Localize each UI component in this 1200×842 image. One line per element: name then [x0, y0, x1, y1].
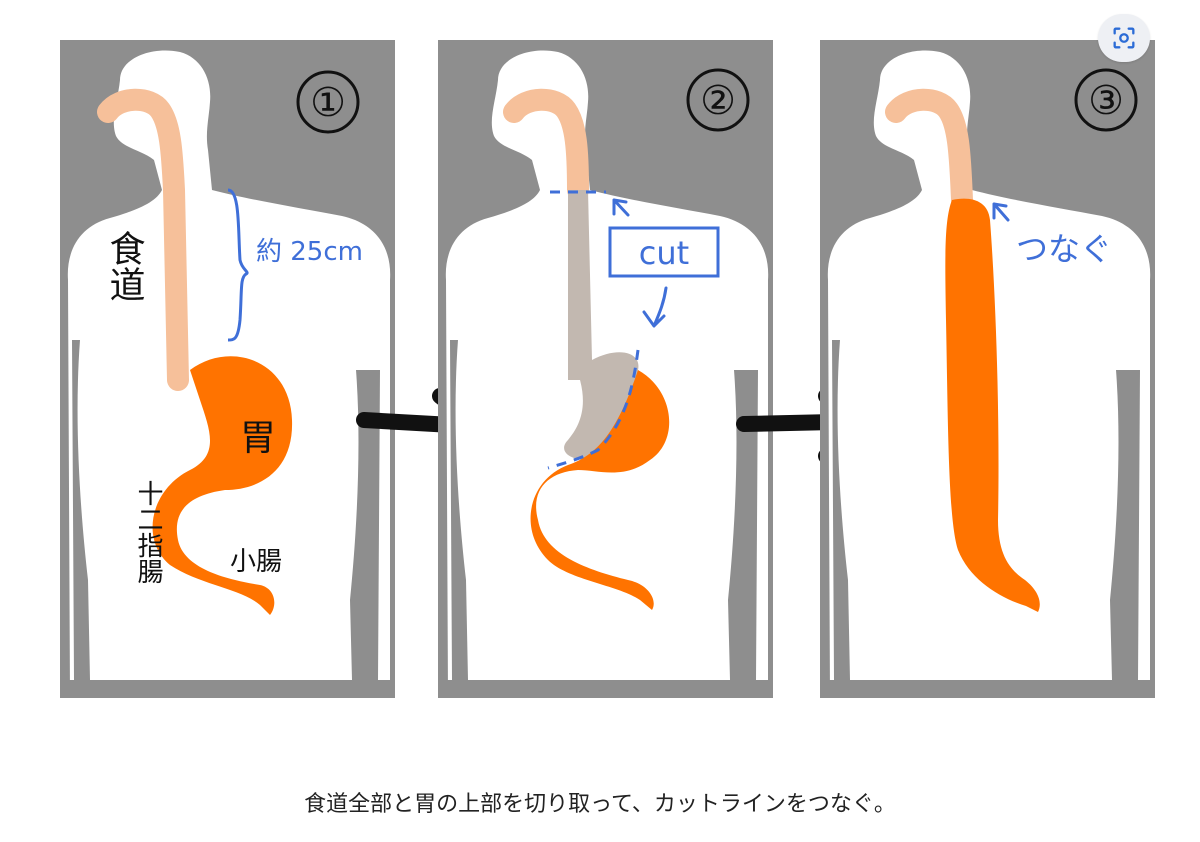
- panel-3: ③ つなぐ: [820, 40, 1155, 698]
- panel-1: ① 約 25cm 食道 胃 十二指腸 小腸: [60, 40, 395, 698]
- panel-number: ②: [700, 78, 736, 124]
- esophagus: [97, 88, 189, 391]
- pointer-down: [642, 286, 668, 328]
- lens-scan-icon: [1110, 24, 1138, 52]
- esophagus-label: 食道: [104, 230, 145, 302]
- stomach-remaining: [530, 370, 670, 610]
- lens-search-button[interactable]: [1098, 14, 1150, 62]
- panel-number: ①: [310, 80, 346, 126]
- panel-number-circle: [1074, 68, 1138, 132]
- panel-number-circle: [296, 70, 360, 134]
- duodenum-label: 十二指腸: [133, 480, 163, 584]
- connect-label: つなぐ: [1016, 230, 1112, 268]
- length-brace: [227, 188, 249, 342]
- panel-number: ③: [1088, 78, 1124, 124]
- small-intestine-label: 小腸: [230, 547, 282, 577]
- cut-label: cut: [639, 234, 689, 272]
- esophagus-remaining: [503, 88, 589, 201]
- length-label: 約 25cm: [256, 237, 363, 267]
- esophagus-short: [885, 88, 973, 211]
- removed-section: [564, 190, 639, 460]
- panel-2: ② cut: [438, 40, 773, 698]
- pointer-connect: [992, 202, 1010, 222]
- pointer-top: [612, 198, 630, 217]
- caption: 食道全部と胃の上部を切り取って、カットラインをつなぐ。: [304, 792, 896, 817]
- panel-number-circle: [686, 68, 750, 132]
- stomach: [152, 356, 293, 615]
- cut-line-stomach: [547, 349, 640, 470]
- stomach-label: 胃: [240, 418, 276, 459]
- cut-label-box: [608, 226, 720, 278]
- gastric-tube: [945, 198, 1040, 612]
